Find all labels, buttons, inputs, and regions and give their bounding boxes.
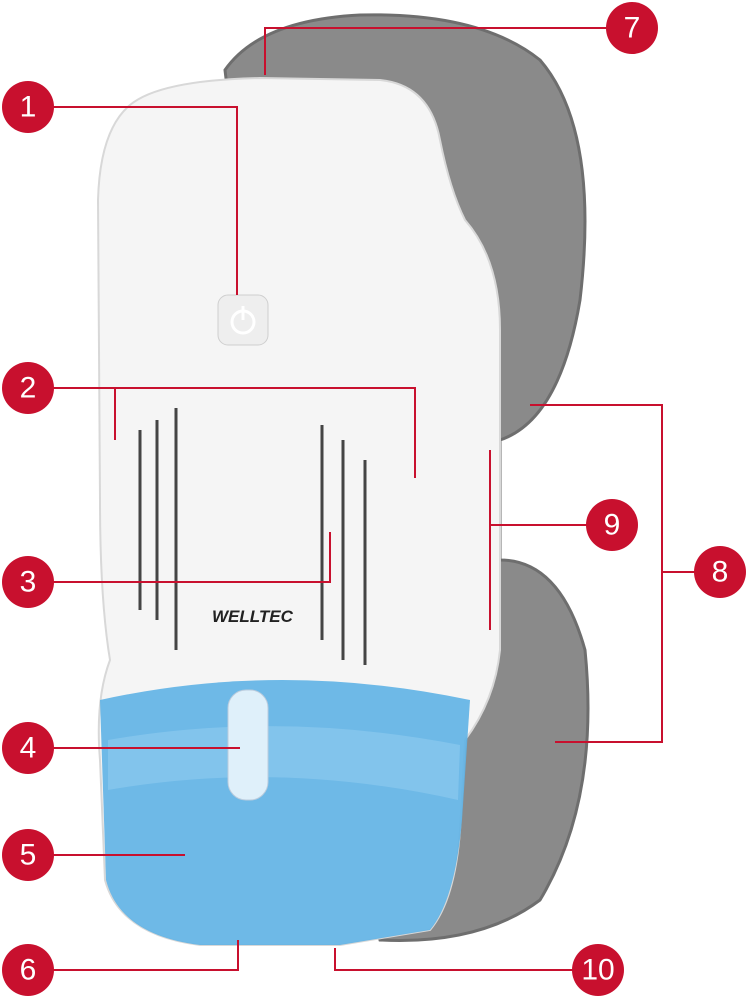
svg-text:2: 2: [20, 372, 37, 405]
brand-logo: WELLTEC: [212, 607, 294, 626]
vents: [138, 408, 367, 665]
leader-lines: [50, 27, 695, 971]
svg-text:6: 6: [20, 954, 37, 987]
robot-body: [96, 76, 501, 946]
callout-10: 10: [572, 944, 624, 996]
callout-9: 9: [586, 499, 638, 551]
svg-text:8: 8: [712, 556, 729, 589]
callout-5: 5: [2, 829, 54, 881]
callout-1: 1: [2, 81, 54, 133]
callout-3: 3: [2, 556, 54, 608]
water-tank: [100, 680, 470, 945]
callout-2: 2: [2, 362, 54, 414]
svg-text:4: 4: [20, 732, 37, 765]
callout-8: 8: [694, 546, 746, 598]
callout-7: 7: [606, 2, 658, 54]
svg-text:7: 7: [624, 12, 641, 45]
tank-cap: [227, 689, 269, 801]
callout-4: 4: [2, 722, 54, 774]
svg-text:9: 9: [604, 509, 621, 542]
power-button[interactable]: [217, 294, 269, 346]
svg-text:5: 5: [20, 839, 37, 872]
svg-text:10: 10: [581, 954, 614, 987]
svg-text:1: 1: [20, 91, 37, 124]
svg-text:3: 3: [20, 566, 37, 599]
callout-6: 6: [2, 944, 54, 996]
